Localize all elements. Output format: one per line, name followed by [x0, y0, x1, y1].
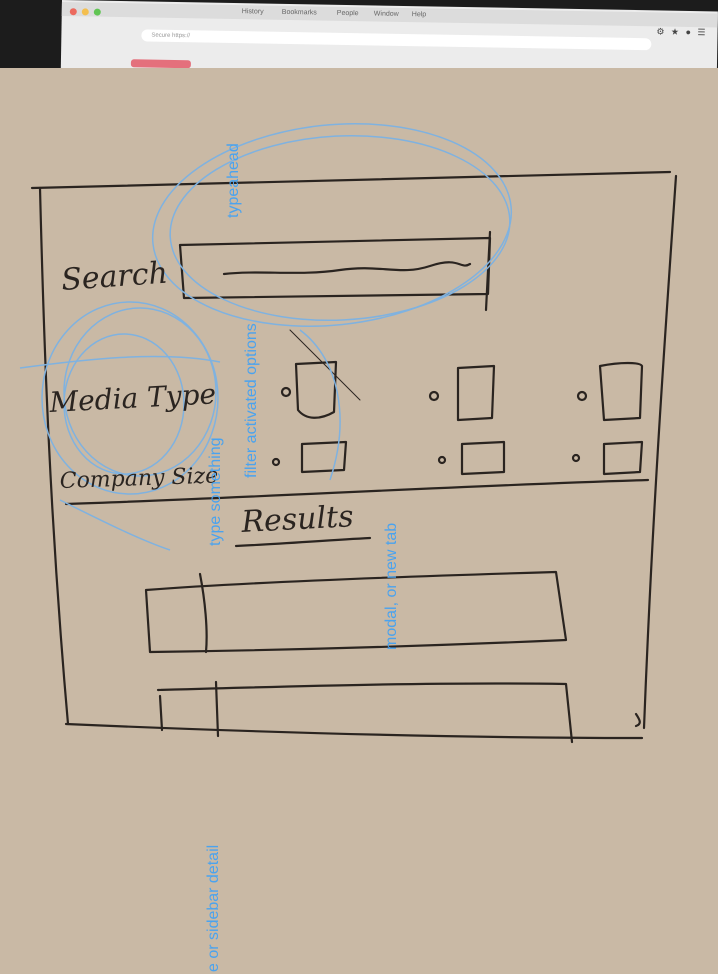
- company-size-label: Company Size: [59, 463, 218, 494]
- frame-right-line: [642, 174, 678, 730]
- search-box-sketch: [178, 236, 492, 300]
- sidebar-detail-note: e or sidebar detail: [205, 845, 222, 972]
- filters-divider: [64, 478, 650, 506]
- modal-new-tab-note: modal, or new tab: [383, 523, 400, 650]
- type-something-note: type something: [207, 437, 224, 546]
- typeahead-circle: [151, 123, 513, 327]
- frame-top-line: [30, 170, 672, 190]
- frame-left-line: [38, 186, 70, 726]
- media-type-label: Media Type: [48, 377, 217, 419]
- search-label: Search: [60, 256, 169, 298]
- media-checkbox-1: [294, 360, 338, 419]
- results-heading: Results: [240, 499, 355, 540]
- media-checkbox-2: [456, 364, 496, 422]
- result-row-2: [156, 682, 574, 744]
- media-type-circle: [41, 301, 219, 495]
- size-checkbox-1: [300, 440, 348, 474]
- size-checkbox-3: [602, 440, 644, 476]
- typeahead-note: typeahead: [225, 143, 242, 218]
- media-checkbox-3: [598, 361, 644, 422]
- filter-activated-note: filter activated options: [243, 323, 260, 478]
- result-row-1: [144, 570, 568, 654]
- monitor-background: History Bookmarks People Window Help ⚙ ★…: [0, 0, 718, 80]
- search-typed-scribble: [222, 261, 472, 276]
- frame-bottom-line: [64, 722, 644, 740]
- size-checkbox-2: [460, 440, 506, 476]
- sketch-paper: [0, 68, 718, 974]
